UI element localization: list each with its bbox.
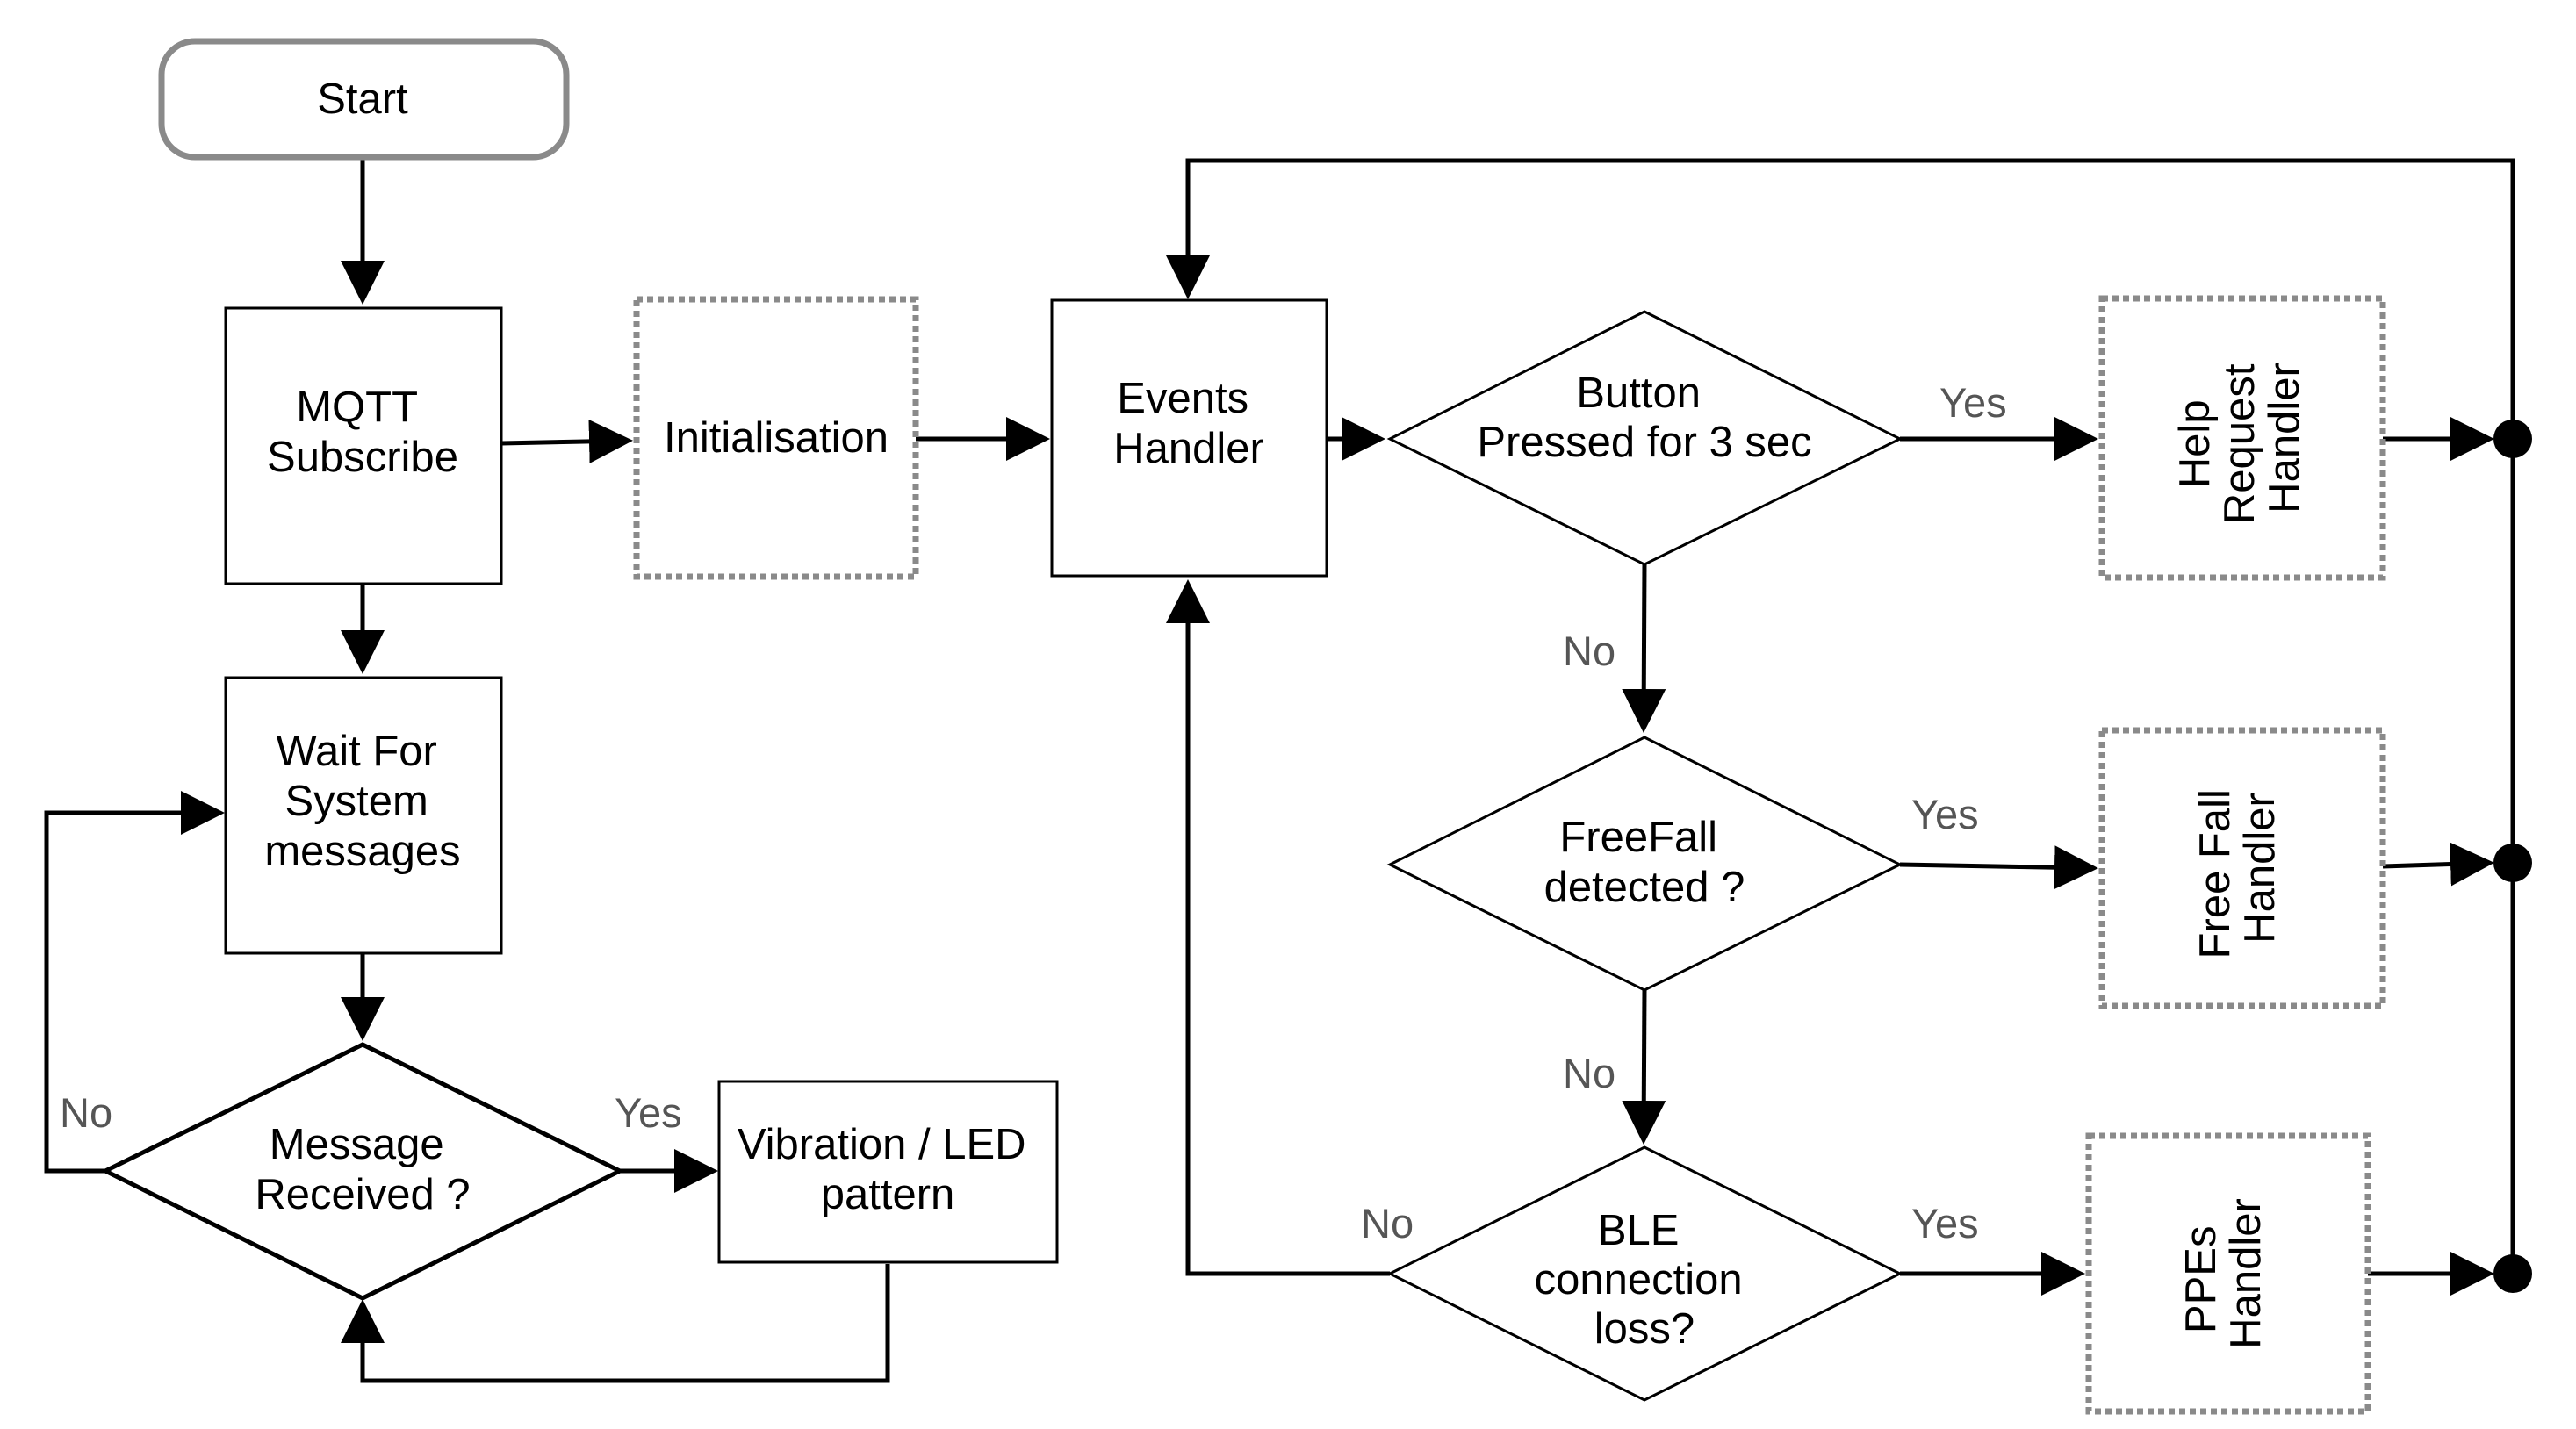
vibration-led-label: Vibration / LED pattern bbox=[738, 1121, 1038, 1218]
freefall-handler-label: Free Fall Handler bbox=[2191, 778, 2284, 959]
ble-connection-loss-label: BLE connection loss? bbox=[1535, 1207, 1755, 1353]
button-pressed-label: Button Pressed for 3 sec bbox=[1477, 370, 1811, 466]
button-yes-label: Yes bbox=[1939, 379, 2007, 426]
start-node: Start bbox=[158, 38, 570, 161]
edge-message-no-to-wait bbox=[44, 791, 225, 1174]
junction-dot bbox=[2493, 420, 2532, 458]
ppes-handler-box: PPEs Handler bbox=[2085, 1132, 2371, 1415]
edge-labels: Yes No Yes No Yes No Yes No bbox=[60, 379, 2007, 1246]
freefall-decision: FreeFall detected ? bbox=[1386, 736, 1903, 992]
freefall-no-label: No bbox=[1563, 1050, 1615, 1096]
wait-for-messages-label: Wait For System messages bbox=[264, 728, 460, 875]
junction-dot bbox=[2493, 1254, 2532, 1293]
edge-bus-to-events bbox=[1166, 158, 2515, 1274]
button-pressed-decision: Button Pressed for 3 sec bbox=[1386, 310, 1903, 566]
ble-connection-loss-decision: BLE connection loss? bbox=[1386, 1145, 1903, 1402]
start-label: Start bbox=[317, 75, 408, 123]
help-request-handler-box: Help Request Handler bbox=[2098, 295, 2386, 581]
junction-dot bbox=[2493, 844, 2532, 882]
message-received-label: Message Received ? bbox=[255, 1121, 470, 1218]
freefall-yes-label: Yes bbox=[1911, 791, 1979, 837]
edges bbox=[44, 158, 2515, 1383]
freefall-label: FreeFall detected ? bbox=[1544, 814, 1745, 911]
freefall-handler-box: Free Fall Handler bbox=[2098, 727, 2386, 1009]
help-request-handler-label: Help Request Handler bbox=[2171, 352, 2308, 524]
button-no-label: No bbox=[1563, 628, 1615, 674]
events-handler-label: Events Handler bbox=[1113, 375, 1264, 472]
ppes-handler-label: PPEs Handler bbox=[2177, 1198, 2270, 1349]
vibration-led-box: Vibration / LED pattern bbox=[717, 1080, 1059, 1264]
bus-junctions bbox=[2493, 420, 2532, 1293]
edge-vibration-to-message bbox=[341, 1264, 890, 1383]
edge-freefall-handler-to-bus bbox=[2382, 842, 2494, 887]
ble-yes-label: Yes bbox=[1911, 1200, 1979, 1246]
events-handler-box: Events Handler bbox=[1050, 298, 1328, 578]
ble-no-label: No bbox=[1361, 1200, 1414, 1246]
message-no-label: No bbox=[60, 1089, 112, 1136]
edge-mqtt-to-init bbox=[500, 419, 633, 463]
message-received-decision: Message Received ? bbox=[100, 1042, 625, 1301]
wait-for-messages-box: Wait For System messages bbox=[224, 676, 503, 955]
initialisation-label: Initialisation bbox=[664, 414, 889, 462]
mqtt-subscribe-box: MQTT Subscribe bbox=[224, 306, 503, 585]
initialisation-box: Initialisation bbox=[633, 296, 919, 580]
message-yes-label: Yes bbox=[615, 1089, 682, 1136]
edge-freefall-yes-to-handler bbox=[1899, 845, 2098, 890]
mqtt-label: MQTT Subscribe bbox=[267, 384, 458, 481]
edge-ble-no-to-events bbox=[1166, 579, 1390, 1276]
